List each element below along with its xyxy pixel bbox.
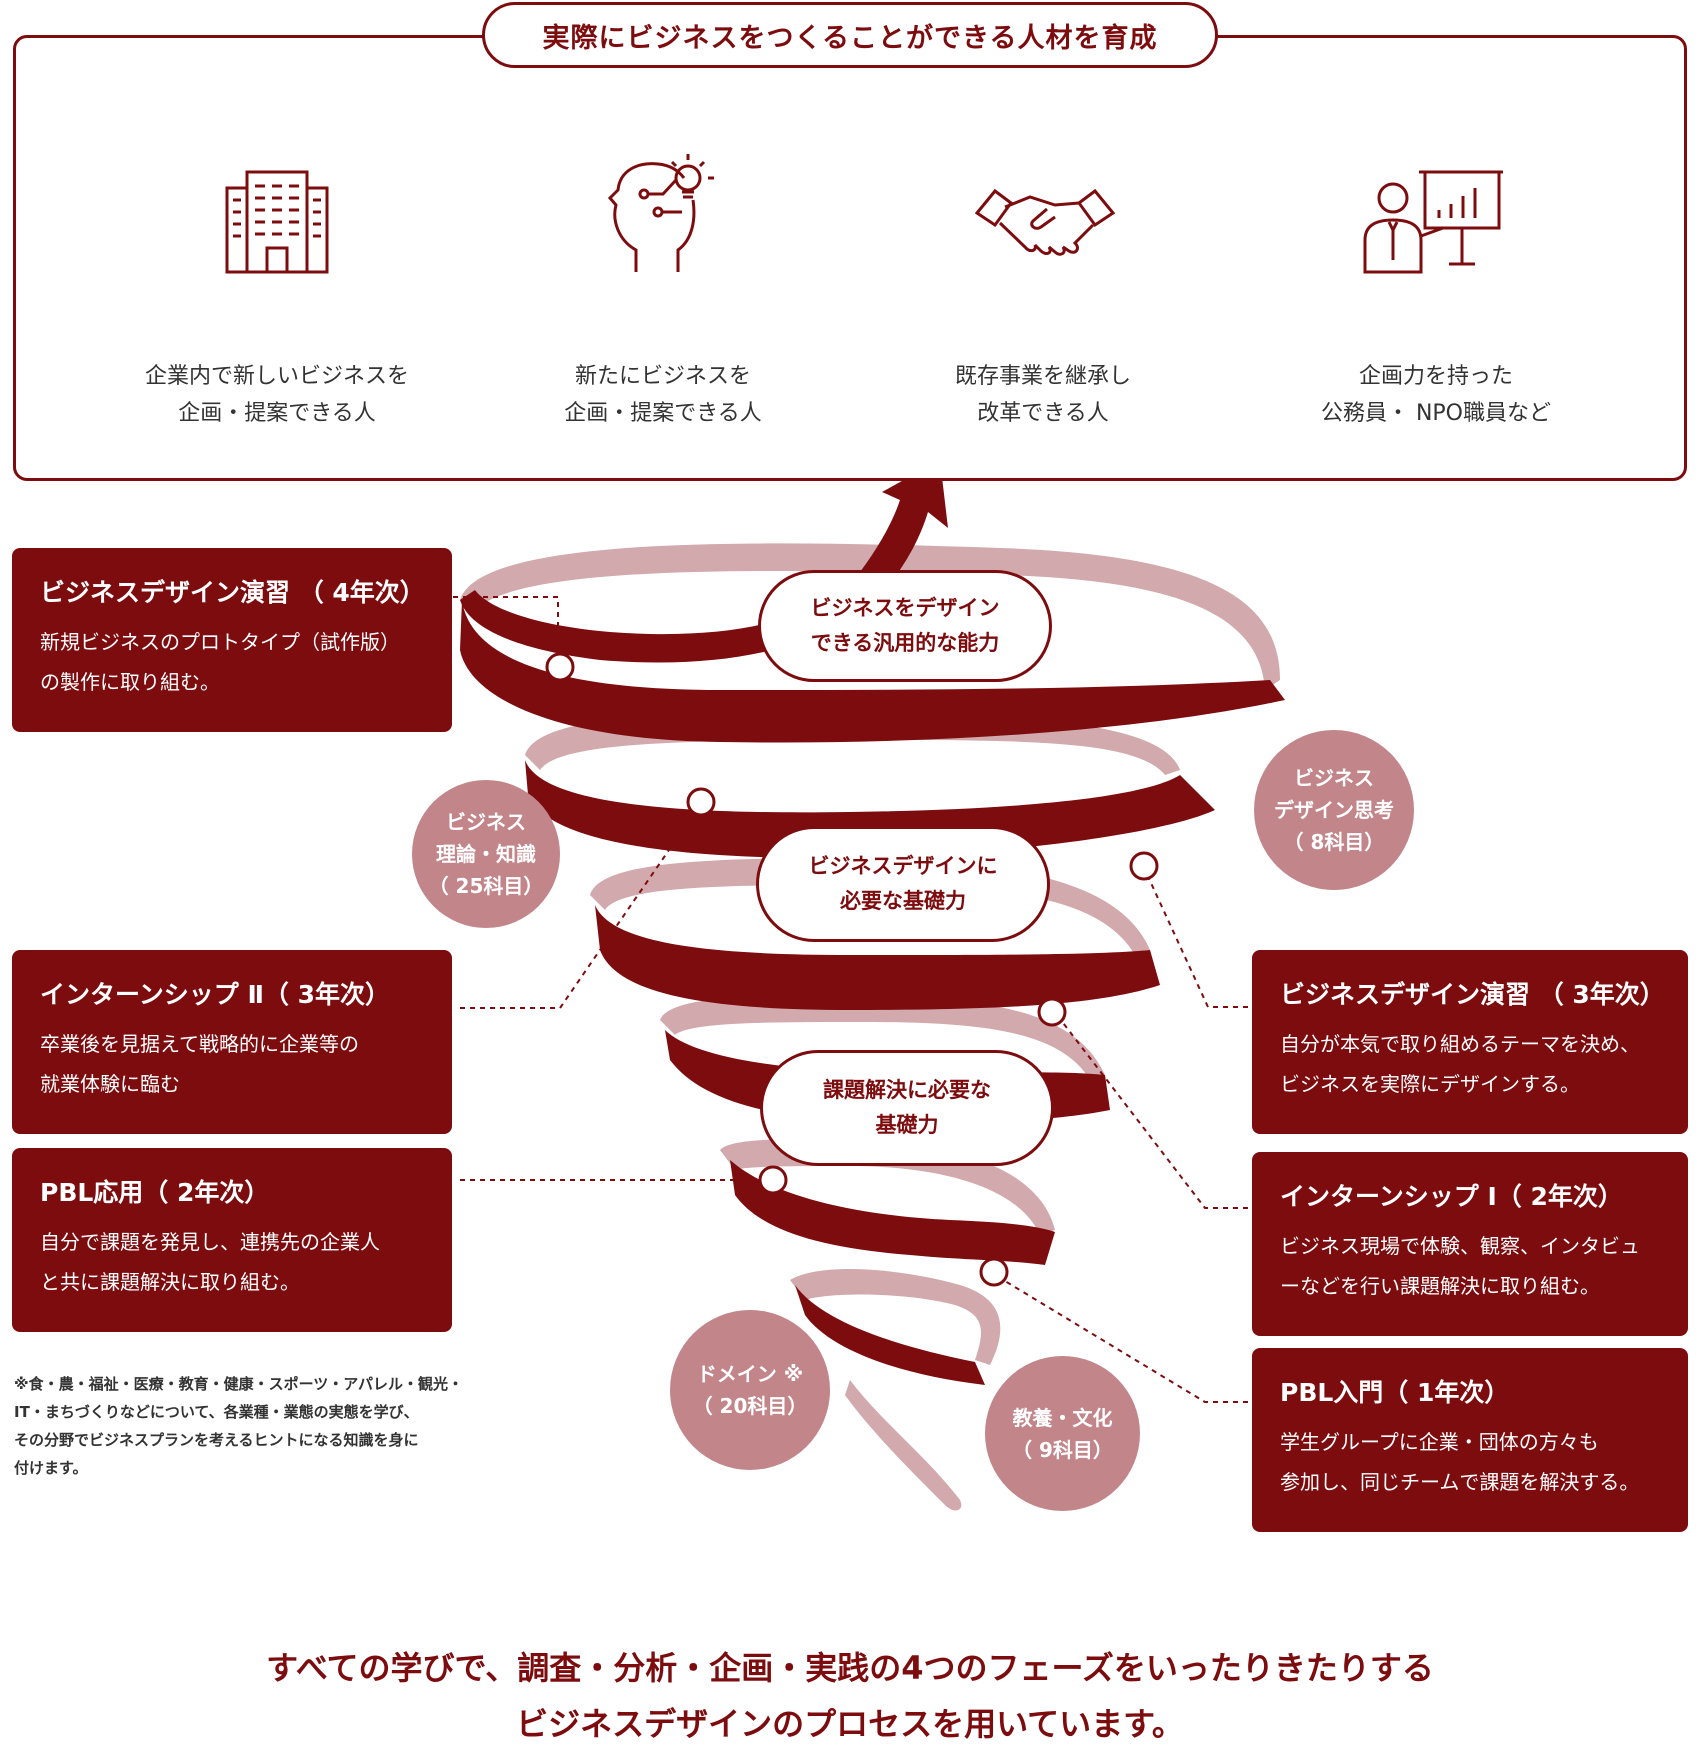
note-line: 付けます。 — [14, 1459, 88, 1477]
course-card: PBL入門（ 1年次） 学生グループに企業・団体の方々も 参加し、同じチームで課… — [1252, 1348, 1688, 1532]
card-line: 卒業後を見据えて戦略的に企業等の — [40, 1032, 359, 1056]
footer-message: すべての学びで、調査・分析・企画・実践の4つのフェーズをいったりきたりする ビジ… — [0, 1640, 1700, 1752]
circle-line: 理論・知識 — [436, 842, 536, 866]
card-line: と共に課題解決に取り組む。 — [40, 1270, 300, 1294]
connector-nodes — [545, 652, 1159, 1287]
note-line: ※食・農・福祉・医療・教育・健康・スポーツ・アパレル・観光・ — [14, 1375, 463, 1393]
course-card: インターンシップ Ⅰ（ 2年次） ビジネス現場で体験、観察、インタビュ ーなどを… — [1252, 1152, 1688, 1336]
card-line: 参加し、同じチームで課題を解決する。 — [1280, 1470, 1640, 1494]
pill-line: 基礎力 — [875, 1113, 939, 1137]
spiral-front-bands — [460, 460, 1285, 1385]
talent-line: 公務員・ NPO職員など — [1320, 401, 1552, 426]
circle-line: ドメイン ※ — [696, 1362, 804, 1386]
course-card: PBL応用（ 2年次） 自分で課題を発見し、連携先の企業人 と共に課題解決に取り… — [12, 1148, 452, 1332]
course-circle: ビジネス 理論・知識 （ 25科目） — [412, 780, 560, 928]
talent-line: 企画・提案できる人 — [564, 401, 762, 426]
talent-item: 企画力を持った 公務員・ NPO職員など — [1256, 358, 1616, 432]
footer-line: すべての学びで、調査・分析・企画・実践の4つのフェーズをいったりきたりする — [266, 1649, 1434, 1687]
card-title: PBL入門（ 1年次） — [1280, 1378, 1510, 1407]
circle-line: ビジネス — [1294, 766, 1374, 790]
talent-line: 企画力を持った — [1358, 364, 1513, 389]
presenter-chart-icon — [1363, 170, 1503, 274]
talent-item: 企業内で新しいビジネスを 企画・提案できる人 — [97, 358, 457, 432]
circle-line: （ 8科目） — [1283, 830, 1385, 854]
card-line: 自分で課題を発見し、連携先の企業人 — [40, 1230, 380, 1254]
head-idea-icon — [608, 154, 714, 272]
course-card: インターンシップ Ⅱ（ 3年次） 卒業後を見据えて戦略的に企業等の 就業体験に臨… — [12, 950, 452, 1134]
footer-line: ビジネスデザインのプロセスを用いています。 — [516, 1705, 1184, 1743]
talent-line: 企業内で新しいビジネスを — [144, 364, 409, 389]
office-building-icon — [225, 170, 329, 274]
pill-line: ビジネスをデザイン — [810, 596, 1000, 620]
connector-lines — [453, 596, 1248, 1403]
panel-title: 実際にビジネスをつくることができる人材を育成 — [482, 2, 1218, 68]
talent-line: 既存事業を継承し — [954, 364, 1131, 389]
talent-line: 企画・提案できる人 — [178, 401, 376, 426]
card-line: 就業体験に臨む — [40, 1072, 180, 1096]
talent-item: 既存事業を継承し 改革できる人 — [863, 358, 1223, 432]
talent-item: 新たにビジネスを 企画・提案できる人 — [483, 358, 843, 432]
talent-line: 新たにビジネスを — [574, 364, 751, 389]
course-card: ビジネスデザイン演習 （ 3年次） 自分が本気で取り組めるテーマを決め、 ビジネ… — [1252, 950, 1688, 1134]
pill-line: ビジネスデザインに — [808, 854, 998, 878]
pill-line: 課題解決に必要な — [823, 1078, 991, 1102]
pill-line: 必要な基礎力 — [840, 889, 966, 913]
card-line: 自分が本気で取り組めるテーマを決め、 — [1280, 1032, 1640, 1056]
circle-line: （ 25科目） — [428, 874, 544, 898]
handshake-icon — [975, 188, 1115, 256]
domain-footnote: ※食・農・福祉・医療・教育・健康・スポーツ・アパレル・観光・ IT・まちづくりな… — [14, 1370, 464, 1482]
card-title: ビジネスデザイン演習 （ 3年次） — [1280, 980, 1665, 1009]
course-circle: ドメイン ※ （ 20科目） — [670, 1310, 830, 1470]
course-circle: ビジネス デザイン思考 （ 8科目） — [1254, 730, 1414, 890]
circle-line: デザイン思考 — [1274, 798, 1394, 822]
talent-panel — [13, 35, 1687, 481]
card-title: インターンシップ Ⅱ（ 3年次） — [40, 980, 391, 1009]
talent-line: 改革できる人 — [977, 401, 1109, 426]
pill-line: できる汎用的な能力 — [810, 631, 1000, 655]
ability-pill: 課題解決に必要な 基礎力 — [760, 1050, 1054, 1166]
card-line: ーなどを行い課題解決に取り組む。 — [1280, 1274, 1600, 1298]
note-line: IT・まちづくりなどについて、各業種・業態の実態を学び、 — [14, 1403, 419, 1421]
card-line: 新規ビジネスのプロトタイプ（試作版） — [40, 630, 400, 654]
card-title: PBL応用（ 2年次） — [40, 1178, 270, 1207]
card-title: インターンシップ Ⅰ（ 2年次） — [1280, 1182, 1623, 1211]
ability-pill: ビジネスデザインに 必要な基礎力 — [756, 826, 1050, 942]
ability-pill: ビジネスをデザイン できる汎用的な能力 — [758, 570, 1052, 682]
note-line: その分野でビジネスプランを考えるヒントになる知識を身に — [14, 1431, 419, 1449]
course-circle: 教養・文化 （ 9科目） — [985, 1356, 1140, 1511]
circle-line: ビジネス — [446, 810, 526, 834]
card-line: ビジネスを実際にデザインする。 — [1280, 1072, 1580, 1096]
circle-line: （ 20科目） — [692, 1394, 808, 1418]
card-title: ビジネスデザイン演習 （ 4年次） — [40, 578, 425, 607]
circle-line: 教養・文化 — [1012, 1405, 1113, 1430]
card-line: の製作に取り組む。 — [40, 670, 220, 694]
course-card: ビジネスデザイン演習 （ 4年次） 新規ビジネスのプロトタイプ（試作版） の製作… — [12, 548, 452, 732]
circle-line: （ 9科目） — [1012, 1437, 1113, 1462]
card-line: 学生グループに企業・団体の方々も — [1280, 1430, 1599, 1454]
card-line: ビジネス現場で体験、観察、インタビュ — [1280, 1234, 1640, 1258]
